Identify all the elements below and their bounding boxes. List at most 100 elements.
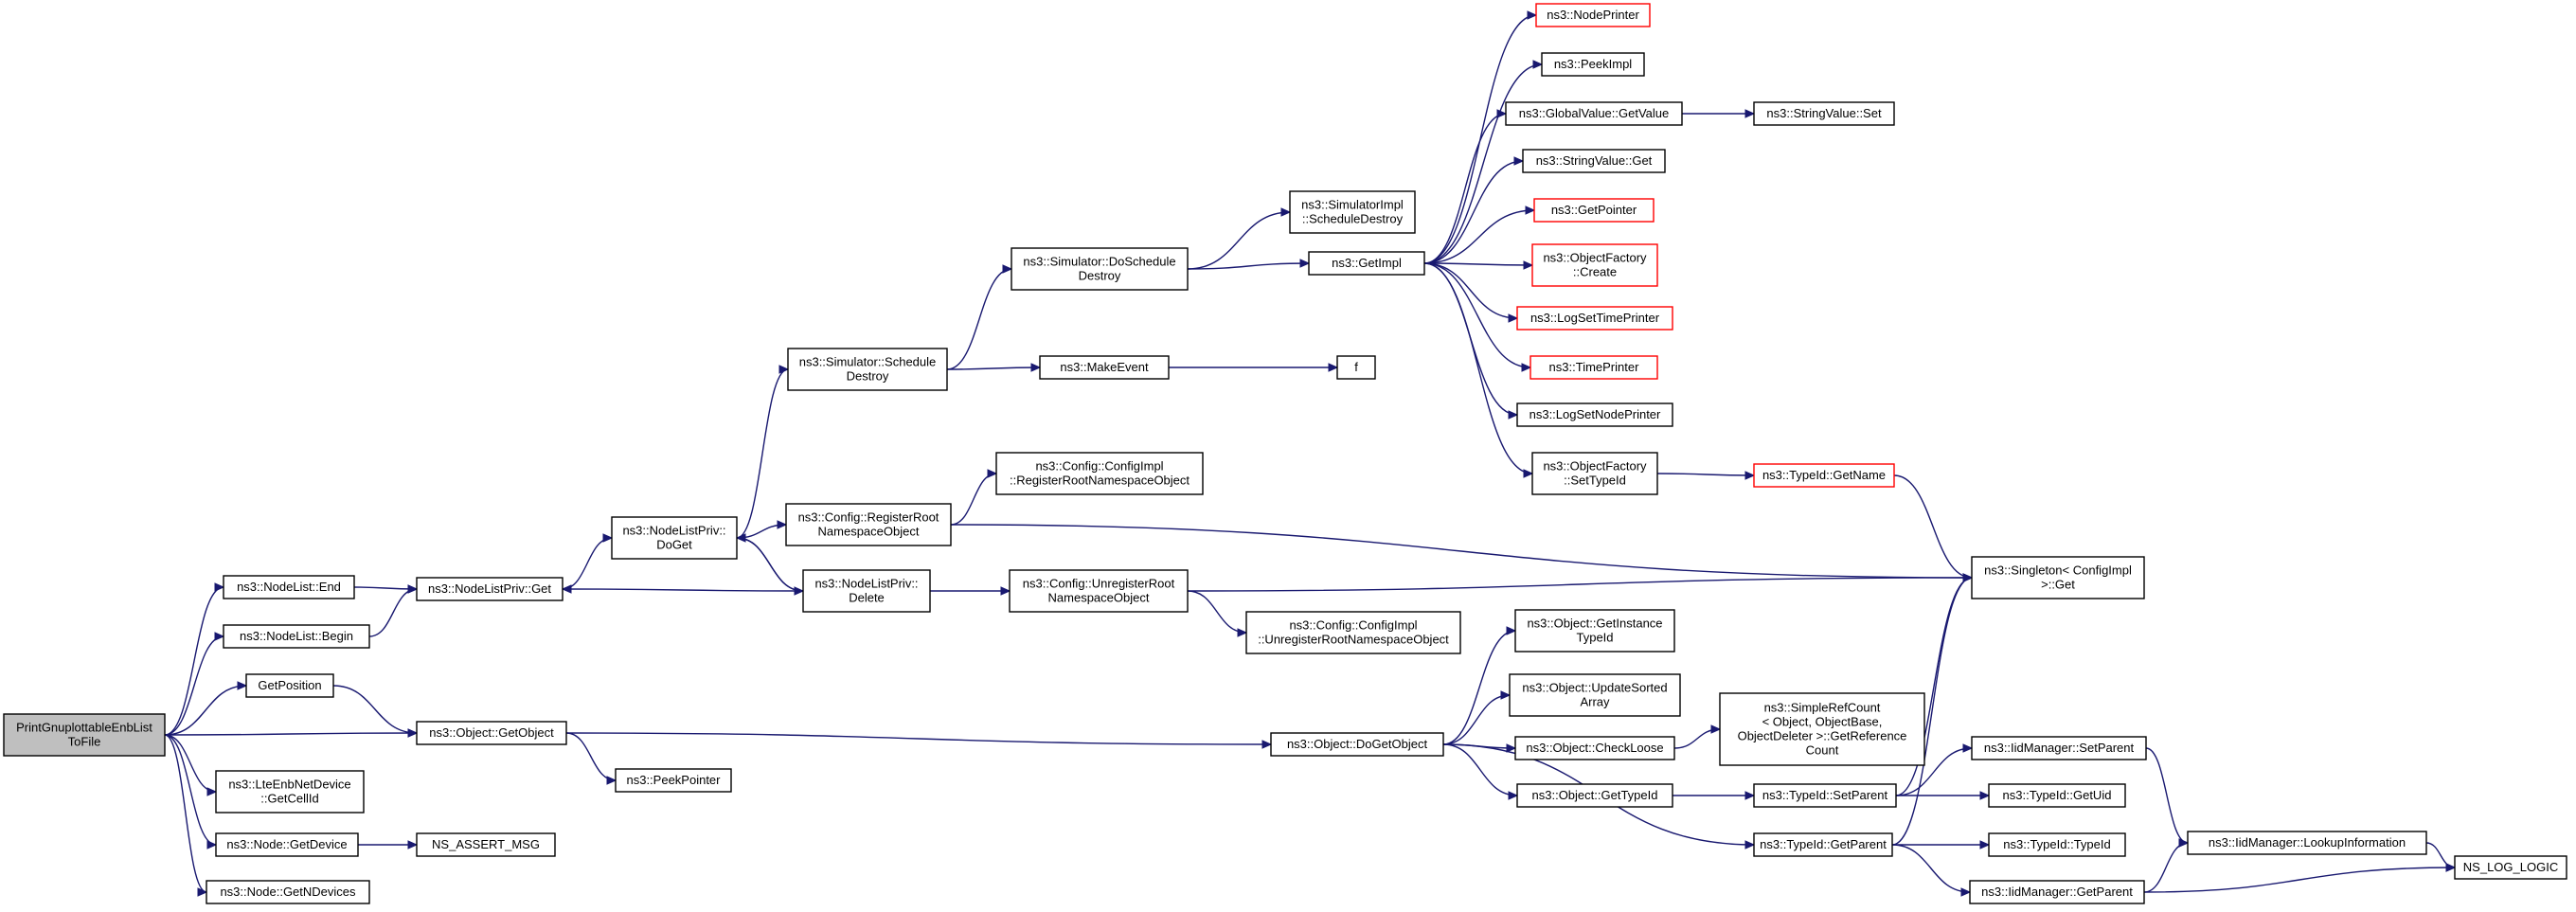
arrowhead (1532, 60, 1544, 69)
edge-sim-sched-to-sim-dosched (946, 268, 1012, 370)
node-cfg-unreg[interactable]: ns3::Config::UnregisterRootNamespaceObje… (1009, 569, 1189, 613)
node-gv-getvalue[interactable]: ns3::GlobalValue::GetValue (1505, 101, 1683, 126)
node-obj-gettypeid[interactable]: ns3::Object::GetTypeId (1516, 783, 1673, 808)
node-tid-getname[interactable]: ns3::TypeId::GetName (1753, 463, 1895, 488)
node-of-settypeid[interactable]: ns3::ObjectFactory::SetTypeId (1531, 452, 1658, 495)
node-label: GetPosition (258, 678, 321, 692)
arrowhead (777, 520, 788, 529)
node-label: ns3::TypeId::GetParent (1760, 837, 1887, 851)
node-label: ObjectDeleter >::GetReference (1738, 729, 1907, 743)
arrowhead (206, 787, 218, 796)
node-makeevent[interactable]: ns3::MakeEvent (1039, 355, 1170, 380)
node-label: ns3::TypeId::SetParent (1762, 788, 1888, 802)
node-obj-getobject[interactable]: ns3::Object::GetObject (416, 721, 567, 745)
edge-root-to-nl-end (164, 586, 224, 736)
arrowhead (214, 632, 225, 641)
node-simimpl-sched[interactable]: ns3::SimulatorImpl::ScheduleDestroy (1289, 190, 1416, 234)
node-sv-get[interactable]: ns3::StringValue::Get (1522, 149, 1666, 173)
node-obj-checkloose[interactable]: ns3::Object::CheckLoose (1514, 736, 1675, 760)
node-label: NamespaceObject (1048, 591, 1150, 605)
node-tid-setparent[interactable]: ns3::TypeId::SetParent (1753, 783, 1897, 808)
node-ns-assert[interactable]: NS_ASSERT_MSG (416, 832, 556, 857)
node-nodeprinter[interactable]: ns3::NodePrinter (1535, 3, 1651, 27)
node-box (1505, 101, 1683, 126)
arrowhead (1744, 791, 1756, 800)
node-cfgimpl-unreg[interactable]: ns3::Config::ConfigImpl::UnregisterRootN… (1245, 611, 1461, 654)
node-label: ns3::MakeEvent (1060, 360, 1149, 374)
node-label: Array (1580, 695, 1610, 709)
node-node-getndevices[interactable]: ns3::Node::GetNDevices (206, 880, 370, 904)
node-label: ns3::Node::GetDevice (226, 837, 347, 851)
node-box (615, 768, 732, 793)
node-cfgimpl-reg[interactable]: ns3::Config::ConfigImpl::RegisterRootNam… (995, 452, 1204, 495)
edges-layer (164, 10, 2457, 897)
node-iid-lookup[interactable]: ns3::IidManager::LookupInformation (2187, 831, 2427, 855)
node-lte-cellid[interactable]: ns3::LteEnbNetDevice::GetCellId (215, 770, 365, 814)
node-box (1509, 673, 1681, 717)
node-label: ns3::SimpleRefCount (1764, 701, 1881, 715)
node-label: ns3::StringValue::Get (1536, 153, 1653, 168)
node-box (1719, 692, 1925, 766)
node-sv-set[interactable]: ns3::StringValue::Set (1753, 101, 1895, 126)
node-timeprinter[interactable]: ns3::TimePrinter (1530, 355, 1658, 380)
arrowhead (2445, 863, 2457, 872)
node-obj-dogetobject[interactable]: ns3::Object::DoGetObject (1270, 732, 1444, 757)
arrowhead (214, 582, 225, 592)
node-box (1009, 569, 1189, 613)
node-box (2187, 831, 2427, 855)
node-getimpl[interactable]: ns3::GetImpl (1308, 251, 1425, 276)
node-tid-getparent[interactable]: ns3::TypeId::GetParent (1753, 832, 1893, 857)
node-box (802, 569, 931, 613)
node-label: NamespaceObject (818, 525, 920, 539)
edge-obj-getobject-to-peekpointer (565, 732, 617, 781)
arrowhead (1744, 109, 1756, 118)
node-iid-getparent[interactable]: ns3::IidManager::GetParent (1969, 880, 2145, 904)
node-f[interactable]: f (1336, 355, 1376, 380)
node-ns-log-logic[interactable]: NS_LOG_LOGIC (2454, 855, 2567, 880)
node-label: ns3::Config::ConfigImpl (1289, 618, 1417, 633)
edge-getimpl-to-sv-get (1423, 160, 1524, 264)
edge-nlp-doget-to-sim-sched (736, 368, 789, 539)
arrowhead (206, 840, 218, 849)
edge-tid-getparent-to-iid-getparent (1891, 844, 1971, 893)
node-logsettimeprinter[interactable]: ns3::LogSetTimePrinter (1516, 306, 1673, 331)
node-node-getdevice[interactable]: ns3::Node::GetDevice (215, 832, 359, 857)
node-getpointer[interactable]: ns3::GetPointer (1533, 198, 1655, 223)
arrowhead (1744, 840, 1756, 849)
node-singleton-get[interactable]: ns3::Singleton< ConfigImpl>::Get (1971, 556, 2145, 599)
arrowhead (1960, 887, 1972, 897)
node-peekpointer[interactable]: ns3::PeekPointer (615, 768, 732, 793)
node-logsetnodeprinter[interactable]: ns3::LogSetNodePrinter (1516, 402, 1673, 427)
node-nlp-delete[interactable]: ns3::NodeListPriv::Delete (802, 569, 931, 613)
node-nl-end[interactable]: ns3::NodeList::End (223, 575, 355, 599)
node-getposition[interactable]: GetPosition (245, 673, 334, 698)
node-tid-typeid[interactable]: ns3::TypeId::TypeId (1988, 832, 2126, 857)
node-label: ::ScheduleDestroy (1302, 212, 1404, 226)
node-of-create[interactable]: ns3::ObjectFactory::Create (1531, 243, 1658, 287)
node-label: ns3::ObjectFactory (1543, 251, 1647, 265)
node-nl-begin[interactable]: ns3::NodeList::Begin (223, 624, 370, 649)
edge-root-to-getposition (164, 685, 247, 736)
node-sim-sched[interactable]: ns3::Simulator::ScheduleDestroy (787, 348, 948, 391)
node-nlp-doget[interactable]: ns3::NodeListPriv::DoGet (611, 516, 738, 560)
node-label: ns3::NodeListPriv:: (814, 577, 918, 591)
node-iid-setparent[interactable]: ns3::IidManager::SetParent (1971, 736, 2147, 760)
node-tid-getuid[interactable]: ns3::TypeId::GetUid (1988, 783, 2126, 808)
node-cfg-reg[interactable]: ns3::Config::RegisterRootNamespaceObject (785, 503, 952, 546)
node-label: ns3::TypeId::TypeId (2003, 837, 2110, 851)
node-simplerefcount[interactable]: ns3::SimpleRefCount< Object, ObjectBase,… (1719, 692, 1925, 766)
arrowhead (1962, 573, 1974, 582)
edge-tid-setparent-to-iid-setparent (1895, 747, 1973, 796)
node-label: < Object, ObjectBase, (1762, 715, 1883, 729)
node-box (1531, 452, 1658, 495)
node-peekimpl[interactable]: ns3::PeekImpl (1541, 52, 1645, 77)
node-box (1971, 736, 2147, 760)
node-nlp-get[interactable]: ns3::NodeListPriv::Get (416, 577, 564, 601)
node-box (215, 770, 365, 814)
arrowhead (1237, 628, 1248, 637)
